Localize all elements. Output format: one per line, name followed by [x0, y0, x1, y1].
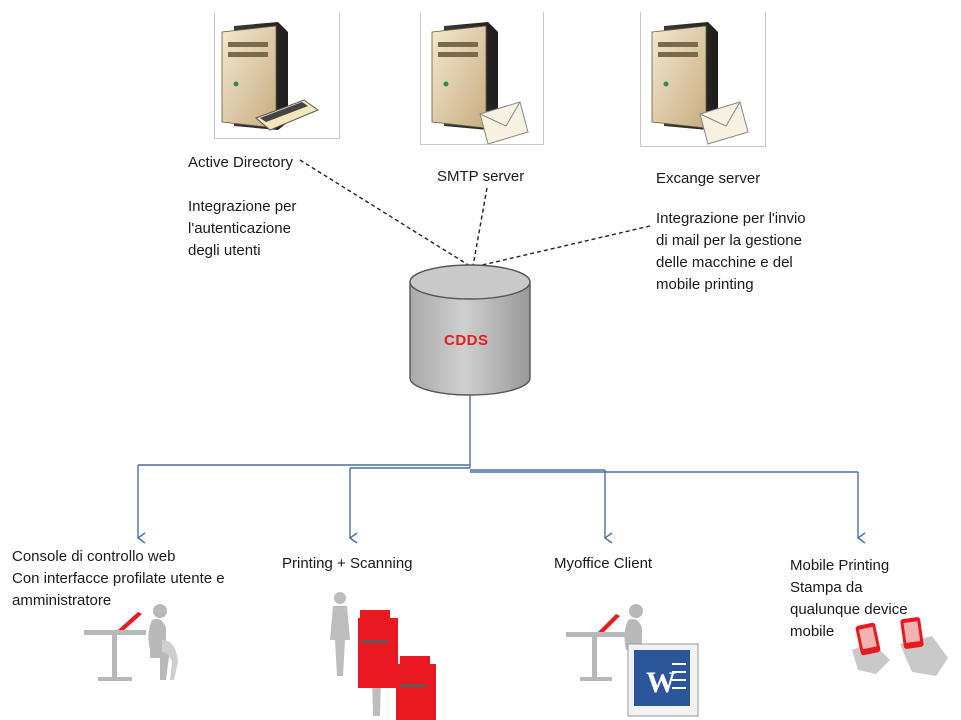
svg-text:W: W: [646, 666, 676, 699]
client-text-line: amministratore: [12, 592, 112, 609]
client-text-line: Console di controllo web: [12, 548, 176, 565]
description-line: di mail per la gestione: [656, 232, 802, 249]
server-mail-icon: [431, 22, 529, 145]
exchange-description: Integrazione per l'invio di mail per la …: [656, 208, 806, 296]
description-line: degli utenti: [188, 242, 261, 259]
server-mail-icon: [651, 22, 749, 145]
client-text-line: Mobile Printing: [790, 557, 890, 574]
link-smtp: [472, 187, 488, 267]
myoffice-client-label: Myoffice Client: [554, 555, 653, 572]
printing-scanning-label: Printing + Scanning: [282, 555, 413, 572]
active-directory-description: Integrazione per l'autenticazione degli …: [188, 196, 296, 262]
web-console-label: Console di controllo web Con interfacce …: [12, 546, 225, 612]
client-text-line: Stampa da: [790, 579, 863, 596]
server-keyboard-icon: [221, 22, 320, 131]
link-exchange: [477, 225, 651, 267]
connectors: [136, 395, 866, 544]
exchange-frame: [640, 12, 766, 147]
active-directory-title: Active Directory: [188, 154, 294, 171]
description-line: Integrazione per: [188, 198, 297, 215]
link-active-directory: [299, 159, 471, 267]
exchange-server-title: Excange server: [656, 170, 761, 187]
smtp-frame: [420, 12, 544, 145]
client-text-line: qualunque device: [790, 601, 908, 618]
client-text-line: Con interfacce profilate utente e: [12, 570, 225, 587]
person-at-laptop-icon: [84, 604, 178, 681]
word-document-icon: W: [566, 604, 699, 717]
active-directory-frame: [214, 12, 340, 139]
hands-with-phones-icon: [852, 617, 948, 676]
description-line: Integrazione per l'invio: [656, 210, 806, 227]
smtp-server-title: SMTP server: [437, 168, 525, 185]
description-line: delle macchine e del: [656, 254, 793, 271]
client-text-line: mobile: [790, 623, 835, 640]
dashed-links: [299, 159, 651, 267]
mobile-printing-label: Mobile Printing Stampa da qualunque devi…: [790, 555, 908, 643]
description-line: mobile printing: [656, 276, 754, 293]
database-cdds: [409, 264, 531, 396]
description-line: l'autenticazione: [188, 220, 291, 237]
database-label: CDDS: [444, 332, 489, 349]
people-with-printers-icon: [330, 592, 436, 720]
